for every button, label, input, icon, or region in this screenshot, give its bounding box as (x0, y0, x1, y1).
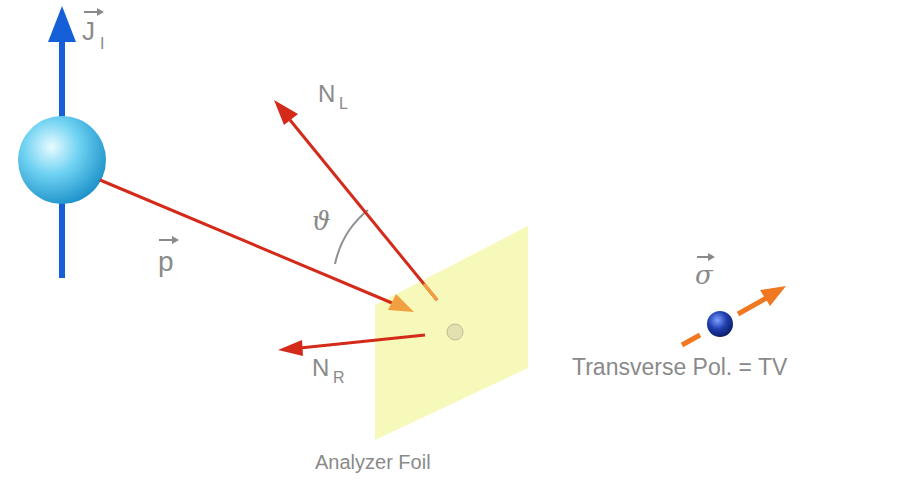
nucleus (18, 116, 106, 204)
part-name: Analyzer Foil (315, 452, 431, 472)
angle-label: ϑ (312, 208, 331, 234)
note: Transverse Pol. = TV (572, 356, 787, 379)
subscript: I (100, 36, 104, 52)
analyzer-foil (375, 226, 528, 440)
count-label: N (312, 356, 329, 380)
vector-marks (84, 8, 715, 261)
right-scatter-arrow (278, 335, 425, 356)
left-scatter-arrow (274, 100, 437, 300)
scatter-point (447, 324, 463, 340)
subscript: L (339, 96, 348, 112)
electron-spin (682, 286, 786, 345)
vector-label: J (82, 18, 95, 44)
count-label: N (318, 82, 335, 106)
subscript: R (333, 370, 345, 386)
vector-label: σ (695, 262, 713, 288)
angle-arc (335, 210, 368, 264)
momentum-arrow (100, 180, 414, 312)
vector-label: p (158, 248, 174, 276)
